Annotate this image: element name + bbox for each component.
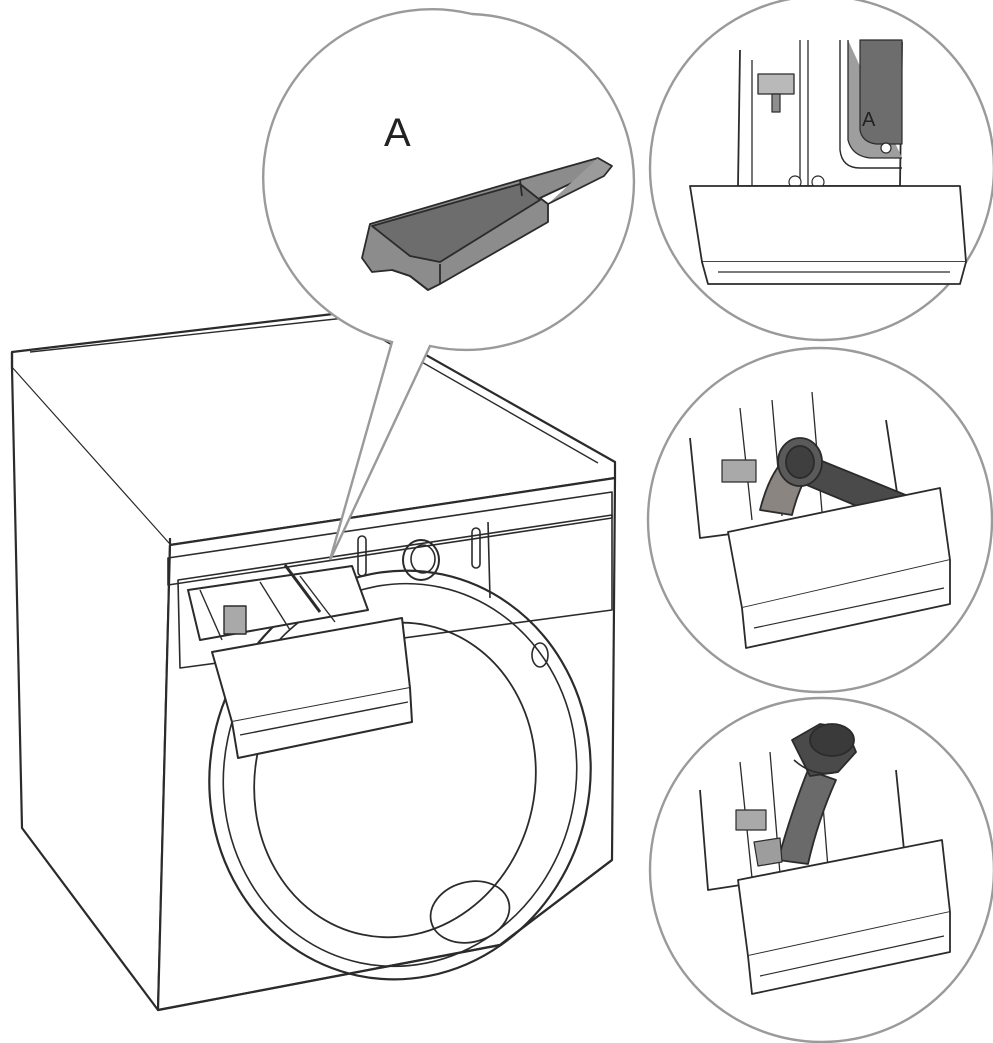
detergent-insert-icon	[361, 157, 613, 291]
water-hose-icon	[699, 723, 951, 995]
part-label-a: A	[384, 111, 411, 155]
drawer-detail-circle	[648, 0, 993, 342]
dispenser-drawer-open	[187, 564, 413, 759]
washing-machine-icon	[10, 310, 617, 1012]
cleaning-brush-icon	[689, 391, 951, 649]
drawer-part-label-a: A	[862, 109, 876, 131]
drawer-icon	[689, 39, 967, 285]
callout-bubble	[262, 8, 636, 561]
